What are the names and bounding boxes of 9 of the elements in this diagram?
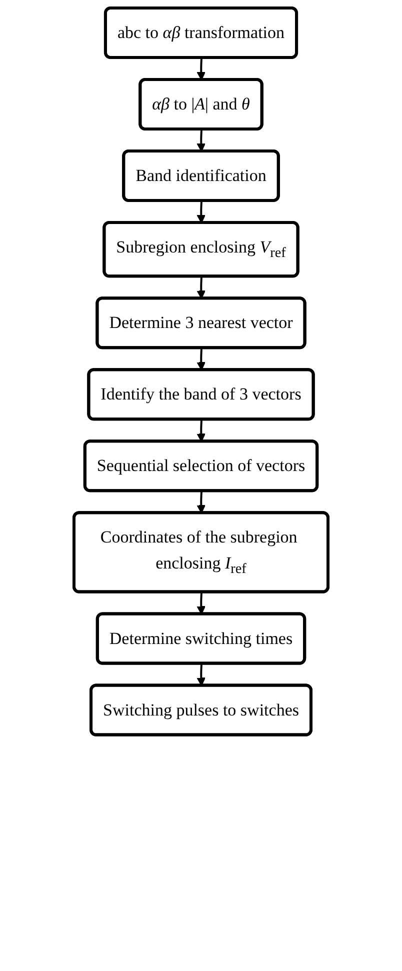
arrow [196, 420, 206, 442]
arrow [196, 348, 206, 371]
arrow [196, 664, 206, 686]
arrow [196, 58, 206, 80]
arrow [196, 200, 206, 224]
arrow [196, 276, 206, 300]
arrow [196, 592, 206, 615]
arrow [196, 491, 206, 514]
arrow [196, 129, 206, 152]
